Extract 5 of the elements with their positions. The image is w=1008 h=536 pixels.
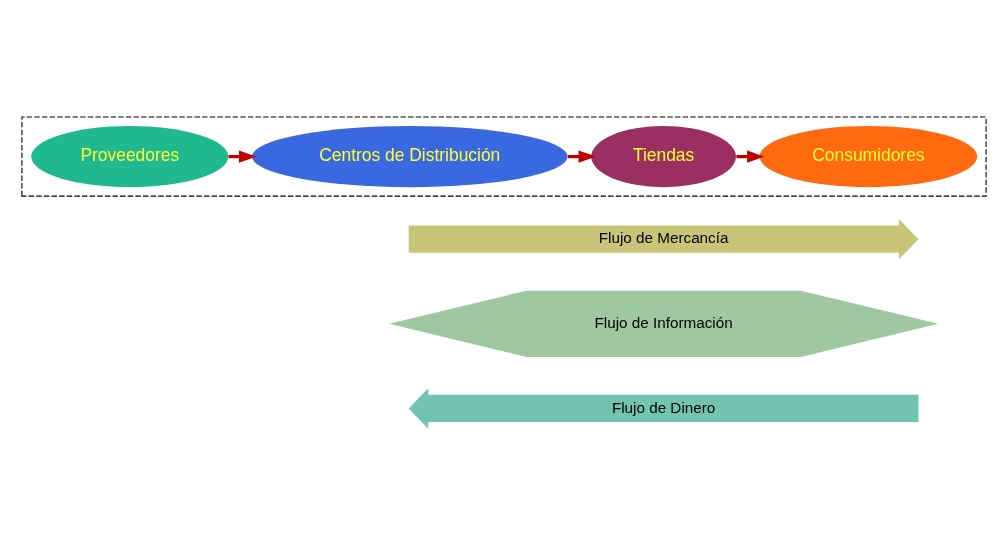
node-ellipse: Tiendas [591,125,736,187]
node-ellipse: Proveedores [31,125,229,187]
node-ellipse: Centros de Distribución [251,125,568,187]
node-ellipse: Consumidores [759,125,978,187]
cluster [21,116,987,197]
